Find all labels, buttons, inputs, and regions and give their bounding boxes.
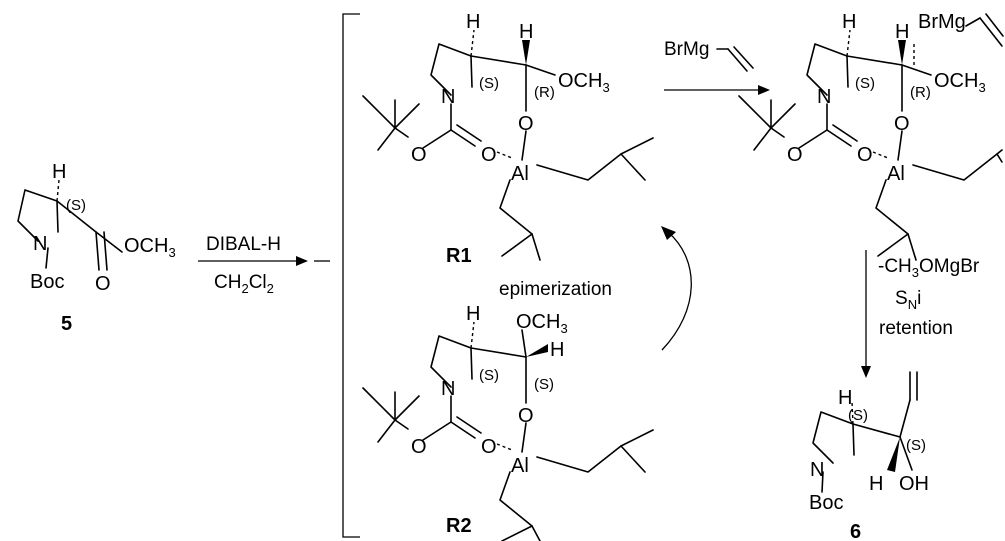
compound-5-boc: Boc [30, 271, 64, 293]
grignard-reaction-arrow: BrMg [664, 39, 770, 95]
r2-stereo-s2: (S) [534, 376, 554, 393]
compound-5-ester-o: OCH3 [124, 235, 176, 260]
compound-5-h: H [52, 161, 66, 183]
compound-6-oh: OH [899, 473, 929, 495]
r2-methoxy: OCH3 [516, 311, 568, 336]
compound-6-stereo2: (S) [906, 437, 926, 454]
dibal-reagent: DIBAL-H [206, 234, 281, 255]
r1-o-al: O [518, 113, 534, 135]
r2-h2: H [550, 339, 564, 361]
compound-6-boc: Boc [809, 492, 843, 514]
compound-5-n: N [33, 233, 47, 255]
r1-stereo-s: (S) [479, 75, 499, 92]
compound-5-stereo: (S) [66, 197, 86, 214]
mechanism-label: SNi [895, 288, 921, 312]
complex-brmg: BrMg [918, 11, 966, 33]
complex-o-al: O [894, 113, 910, 135]
compound-6: H (S) (S) N Boc H OH 6 [809, 371, 929, 541]
r1-h2: H [519, 21, 533, 43]
r2-o-ester: O [411, 436, 427, 458]
r2-label: R2 [446, 515, 472, 537]
complex-al: Al [887, 163, 905, 185]
dibal-reaction-arrow: DIBAL-H CH2Cl2 [198, 234, 308, 296]
grignard-reagent: BrMg [664, 39, 709, 60]
complex-o-ester: O [787, 144, 803, 166]
solvent-label: CH2Cl2 [214, 272, 274, 296]
retention-label: retention [879, 318, 953, 339]
complex-h1: H [842, 11, 856, 33]
intermediate-r2: H OCH3 H (S) (S) N O O O Al R2 [362, 303, 654, 541]
r1-o-carbonyl: O [481, 144, 497, 166]
complex-methoxy: OCH3 [934, 70, 986, 95]
compound-5: H (S) N Boc OCH3 O 5 [17, 161, 176, 335]
r2-n: N [441, 378, 455, 400]
complex-stereo-s: (S) [855, 75, 875, 92]
compound-6-h2: H [869, 473, 883, 495]
r2-o-al: O [518, 405, 534, 427]
compound-5-label: 5 [61, 313, 72, 335]
compound-6-n: N [810, 459, 824, 481]
r2-al: Al [511, 455, 529, 477]
r1-methoxy: OCH3 [558, 70, 610, 95]
r1-stereo-r: (R) [534, 84, 555, 101]
compound-6-stereo1: (S) [848, 407, 868, 424]
epimerization-arrow: epimerization [499, 226, 692, 351]
r1-n: N [441, 86, 455, 108]
r1-o-ester: O [411, 144, 427, 166]
retention-reaction-arrow: -CH3OMgBr SNi retention [861, 250, 980, 378]
compound-6-label: 6 [850, 521, 861, 541]
complex-n: N [817, 86, 831, 108]
compound-6-h1: H [838, 387, 852, 409]
complex-h2: H [895, 21, 909, 43]
byproduct-label: -CH3OMgBr [878, 256, 980, 280]
grignard-complex: BrMg H H (S) (R) OCH3 N O O O Al [738, 11, 1004, 261]
r1-al: Al [511, 163, 529, 185]
r2-h1: H [466, 303, 480, 325]
r1-h1: H [466, 11, 480, 33]
complex-stereo-r: (R) [910, 84, 931, 101]
intermediate-r1: H H (S) (R) OCH3 N O O O Al R1 [362, 11, 654, 267]
r2-o-carbonyl: O [481, 436, 497, 458]
epimerization-label: epimerization [499, 279, 612, 300]
r2-stereo-s1: (S) [479, 367, 499, 384]
intermediate-bracket [314, 13, 360, 538]
r1-label: R1 [446, 245, 472, 267]
complex-o-carbonyl: O [857, 144, 873, 166]
compound-5-carbonyl-o: O [95, 273, 111, 295]
